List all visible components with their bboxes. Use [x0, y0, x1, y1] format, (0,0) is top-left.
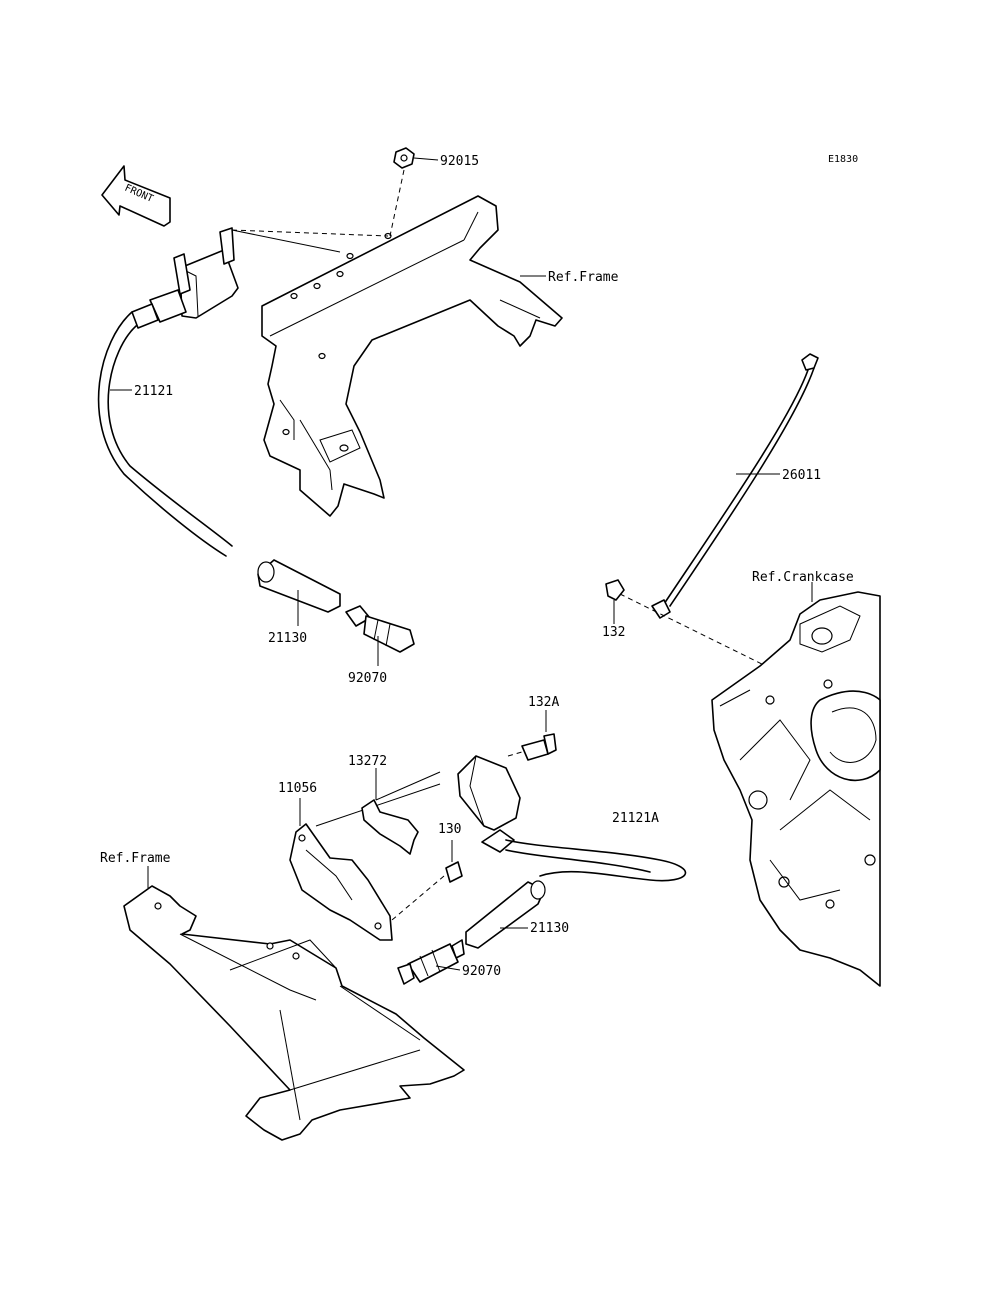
plug-cap-upper: 21130	[257, 559, 341, 646]
label-ref-crankcase: Ref.Crankcase	[752, 570, 854, 585]
ground-lead-26011: 26011	[651, 353, 821, 619]
label-132: 132	[602, 625, 625, 640]
label-11056: 11056	[278, 781, 317, 796]
ignition-coil-lower: 21121A	[315, 751, 687, 882]
crankcase: Ref.Crankcase	[711, 570, 881, 987]
ignition-coil-upper	[131, 227, 389, 329]
label-26011: 26011	[782, 468, 821, 483]
label-92015: 92015	[440, 154, 479, 169]
bracket-11056: 11056	[278, 781, 393, 941]
label-132a: 132A	[528, 695, 559, 710]
upper-frame	[261, 195, 563, 517]
label-13272: 13272	[348, 754, 387, 769]
label-92070-upper: 92070	[348, 671, 387, 686]
label-21130-upper: 21130	[268, 631, 307, 646]
bolt-130: 130	[391, 822, 463, 921]
label-21121a: 21121A	[612, 811, 659, 826]
label-21130-lower: 21130	[530, 921, 569, 936]
bolt-132a: 132A	[521, 695, 559, 761]
label-21121-upper: 21121	[134, 384, 173, 399]
front-arrow-icon: FRONT	[101, 165, 171, 227]
label-92070-lower: 92070	[462, 964, 501, 979]
bracket-13272: 13272	[348, 754, 419, 855]
diagram-id: E1830	[828, 154, 858, 165]
spark-plug-upper: 92070	[345, 605, 415, 686]
label-130: 130	[438, 822, 461, 837]
spark-plug-lower: 92070	[397, 939, 501, 985]
nut-92015: 92015	[389, 147, 479, 237]
label-ref-frame-top: Ref.Frame	[548, 270, 619, 285]
lower-frame: Ref.Frame	[100, 851, 465, 1141]
label-ref-frame-bottom: Ref.Frame	[100, 851, 171, 866]
bolt-132: 132	[602, 579, 771, 669]
plug-cap-lower: 21130	[465, 880, 569, 949]
ht-lead-upper: 21121	[97, 311, 233, 557]
